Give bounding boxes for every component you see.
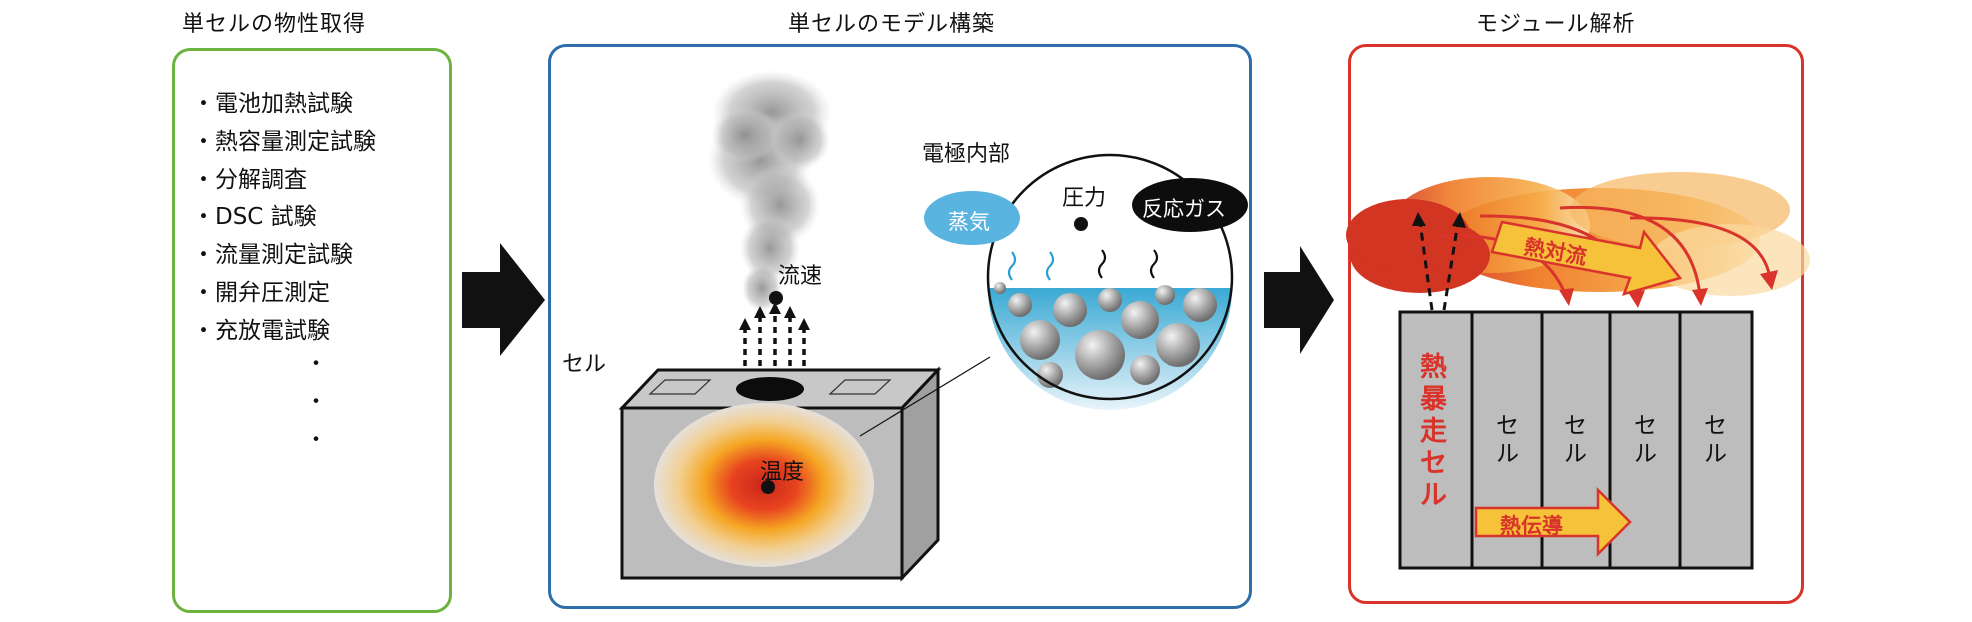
runaway-cell-label: 熱暴走セル: [1420, 352, 1447, 511]
continuation-dot: ・: [305, 352, 328, 377]
cell-label-module: セル: [1564, 413, 1587, 467]
reaction-gas-label: 反応ガス: [1142, 197, 1226, 221]
heading-left: 単セルの物性取得: [182, 12, 367, 37]
test-item: 開弁圧測定: [192, 275, 376, 313]
steam-label: 蒸気: [948, 210, 990, 234]
test-item: DSC 試験: [192, 199, 376, 237]
process-arrow-2: [1264, 246, 1334, 354]
process-arrow-1: [462, 243, 545, 356]
pressure-label: 圧力: [1062, 186, 1107, 211]
convection-arrowheads: [1559, 270, 1778, 308]
continuation-dots: ・ ・ ・: [305, 346, 327, 460]
runaway-vent-arrows: [1418, 221, 1460, 311]
test-list: 電池加熱試験 熱容量測定試験 分解調査 DSC 試験 流量測定試験 開弁圧測定 …: [192, 86, 376, 351]
temperature-point: [761, 480, 775, 494]
flow-velocity-label: 流速: [778, 264, 823, 289]
steam-badge: [924, 191, 1020, 245]
cell-label-module: セル: [1634, 413, 1657, 467]
test-item: 充放電試験: [192, 313, 376, 351]
convection-plume: [1346, 172, 1810, 296]
heading-right: モジュール解析: [1476, 12, 1636, 37]
test-item: 流量測定試験: [192, 237, 376, 275]
conduction-label: 熱伝導: [1500, 514, 1563, 538]
runaway-vent-arrowheads: [1412, 212, 1466, 228]
cell-label-module: セル: [1496, 413, 1519, 467]
conduction-label-arrow: [1474, 486, 1632, 558]
test-item: 熱容量測定試験: [192, 124, 376, 162]
test-item: 電池加熱試験: [192, 86, 376, 124]
reaction-gas-badge: [1132, 178, 1248, 232]
test-item: 分解調査: [192, 162, 376, 200]
convection-label-arrow: [1490, 220, 1683, 296]
zoom-leader-line: [859, 356, 991, 437]
flow-arrowheads: [739, 302, 810, 330]
cell-label-module: セル: [1704, 413, 1727, 467]
temperature-label: 温度: [760, 460, 805, 485]
electrode-interior-label: 電極内部: [922, 142, 1011, 167]
cell-label: セル: [562, 352, 607, 377]
continuation-dot: ・: [305, 428, 328, 453]
heading-center: 単セルのモデル構築: [788, 12, 996, 37]
continuation-dot: ・: [305, 390, 328, 415]
flow-arrows: [743, 310, 806, 366]
flow-point: [769, 291, 783, 305]
